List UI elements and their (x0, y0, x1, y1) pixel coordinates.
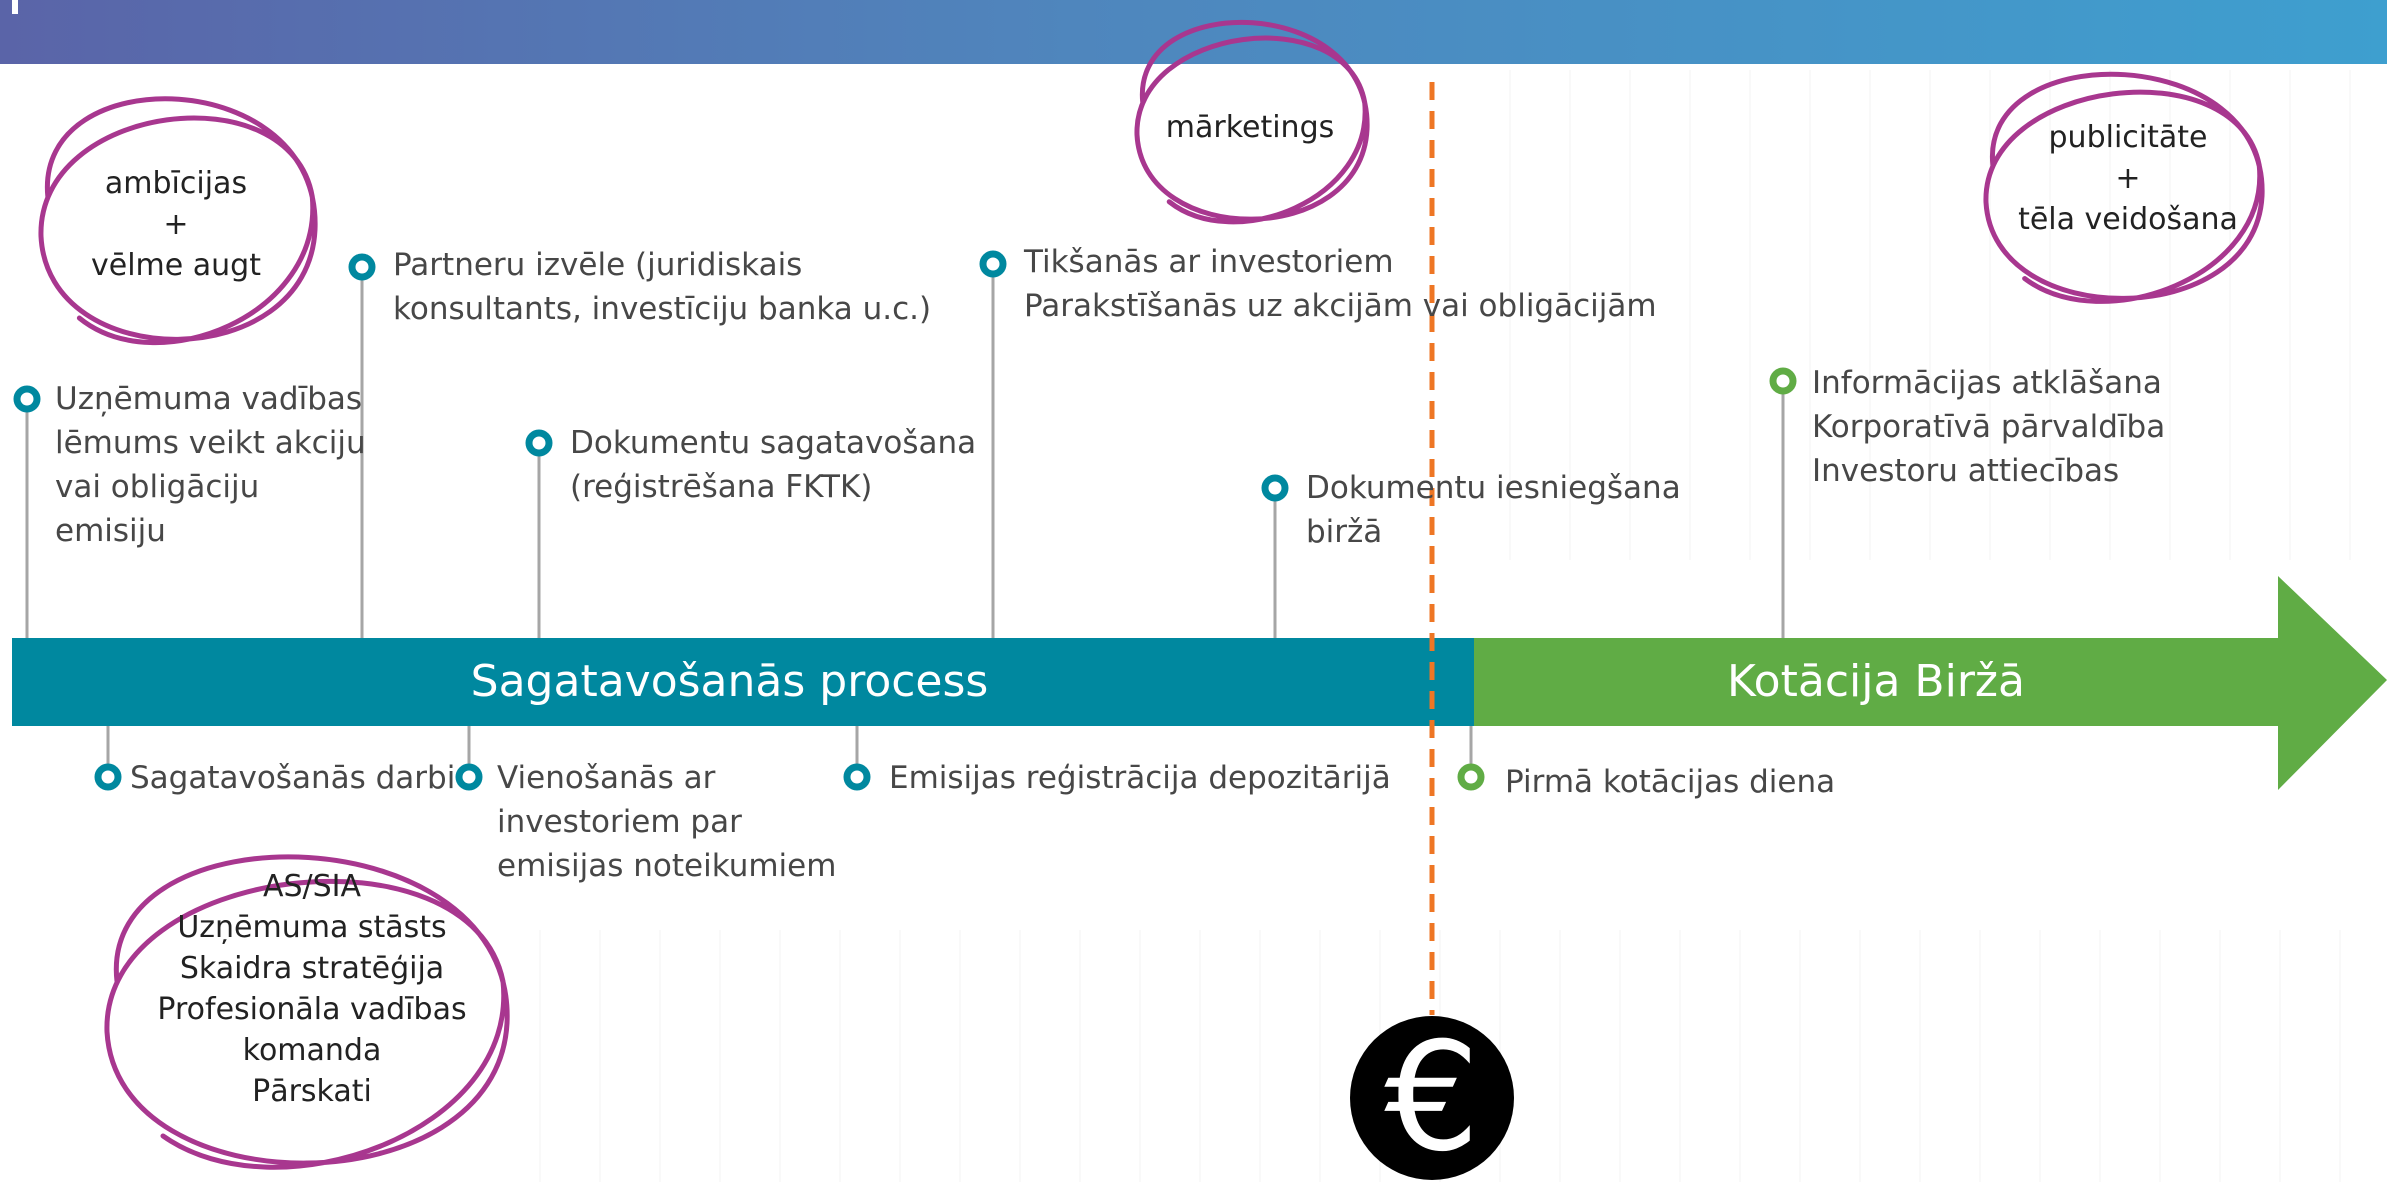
milestone-above-6-label-line-2: Korporatīvā pārvaldība (1812, 409, 2166, 445)
milestone-above-5-dot (1261, 474, 1289, 502)
milestone-above-3-label-line-2: (reģistrēšana FKTK) (570, 469, 873, 505)
milestone-above-5-label-line-1: Dokumentu iesniegšana (1306, 470, 1681, 506)
annotation-1-text: ambīcijas + vēlme augt (26, 163, 326, 286)
phase-band-preparation (12, 638, 1474, 726)
annotation-4-text-line-1: AS/SIA (262, 869, 362, 904)
milestone-below-2-label-line-3: emisijas noteikumiem (497, 848, 837, 884)
milestone-above-6-label-line-1: Informācijas atklāšana (1812, 365, 2162, 401)
milestone-above-1-dot (13, 385, 41, 413)
milestone-above-2-label-line-1: Partneru izvēle (juridiskais (393, 247, 803, 283)
milestone-above-2-label-line-2: konsultants, investīciju banka u.c.) (393, 291, 932, 327)
milestone-below-4-label: Pirmā kotācijas diena (1505, 760, 1835, 804)
milestone-above-2-dot (348, 253, 376, 281)
annotation-2-text-line-1: mārketings (1165, 110, 1335, 145)
annotation-1-text-line-3: vēlme augt (91, 248, 261, 283)
annotation-1-text-line-1: ambīcijas (104, 166, 248, 201)
milestone-below-3-label: Emisijas reģistrācija depozitārijā (889, 756, 1391, 800)
annotation-ring-ambitions (38, 96, 318, 346)
milestone-below-4-dot (1457, 763, 1485, 791)
annotation-1-text-line-2: + (163, 207, 189, 242)
milestone-below-2-dot (455, 763, 483, 791)
milestone-above-1-label-line-4: emisiju (55, 513, 166, 549)
milestone-above-5-label-line-2: biržā (1306, 514, 1383, 550)
milestone-below-2-label: Vienošanās ar investoriem par emisijas not… (497, 756, 836, 888)
annotation-ring-marketing (1134, 19, 1370, 225)
milestone-above-1-label-line-1: Uzņēmuma vadības (55, 381, 363, 417)
annotation-2-text: mārketings (1120, 107, 1380, 148)
milestone-above-4-label-line-1: Tikšanās ar investoriem (1024, 244, 1394, 280)
milestone-above-3-label: Dokumentu sagatavošana (reģistrēšana FKTK… (570, 421, 976, 509)
milestone-below-4-label-line-1: Pirmā kotācijas diena (1505, 764, 1836, 800)
phase-label-listing: Kotācija Biržā (1727, 656, 2025, 707)
annotation-ring-company-basics (104, 854, 510, 1170)
euro-coin (1350, 1016, 1514, 1180)
annotation-4-text-line-5: komanda (242, 1033, 382, 1068)
milestone-above-1-label: Uzņēmuma vadības lēmums veikt akciju vai o… (55, 377, 366, 553)
milestone-below-2-label-line-2: investoriem par (497, 804, 742, 840)
annotation-3-text: publicitāte + tēla veidošana (1978, 117, 2278, 240)
phase-band-listing-arrow (1474, 576, 2387, 790)
milestone-above-6-dot (1769, 367, 1797, 395)
milestone-below-1-label: Sagatavošanās darbi (130, 756, 455, 800)
milestone-above-3-dot (525, 429, 553, 457)
background-grid (539, 70, 2351, 1182)
milestone-below-3-label-line-1: Emisijas reģistrācija depozitārijā (889, 760, 1391, 796)
milestone-above-4-dot (979, 250, 1007, 278)
header-accent (12, 0, 18, 14)
annotation-4-text-line-2: Uzņēmuma stāsts (177, 910, 447, 945)
euro-icon: € (1384, 1011, 1480, 1185)
annotation-4-text-line-6: Pārskati (252, 1074, 372, 1109)
milestone-above-5-label: Dokumentu iesniegšana biržā (1306, 466, 1681, 554)
milestone-above-1-label-line-3: vai obligāciju (55, 469, 260, 505)
annotation-4-text-line-4: Profesionāla vadības (157, 992, 467, 1027)
milestone-above-2-label: Partneru izvēle (juridiskais konsultants,… (393, 243, 931, 331)
annotation-3-text-line-3: tēla veidošana (2018, 202, 2238, 237)
annotation-4-text-line-3: Skaidra stratēģija (179, 951, 445, 986)
annotation-ring-publicity (1983, 71, 2265, 304)
phase-label-preparation: Sagatavošanās process (470, 656, 989, 707)
annotation-3-text-line-2: + (2115, 161, 2141, 196)
milestone-above-3-label-line-1: Dokumentu sagatavošana (570, 425, 977, 461)
milestone-below-2-label-line-1: Vienošanās ar (497, 760, 716, 796)
milestone-above-1-label-line-2: lēmums veikt akciju (55, 425, 366, 461)
milestone-below-1-dot (94, 763, 122, 791)
annotation-3-text-line-1: publicitāte (2048, 120, 2208, 155)
milestone-below-1-label-line-1: Sagatavošanās darbi (130, 760, 456, 796)
milestone-above-6-label-line-3: Investoru attiecības (1812, 453, 2120, 489)
milestone-above-4-label-line-2: Parakstīšanās uz akcijām vai obligācijām (1024, 288, 1657, 324)
milestone-below-3-dot (843, 763, 871, 791)
